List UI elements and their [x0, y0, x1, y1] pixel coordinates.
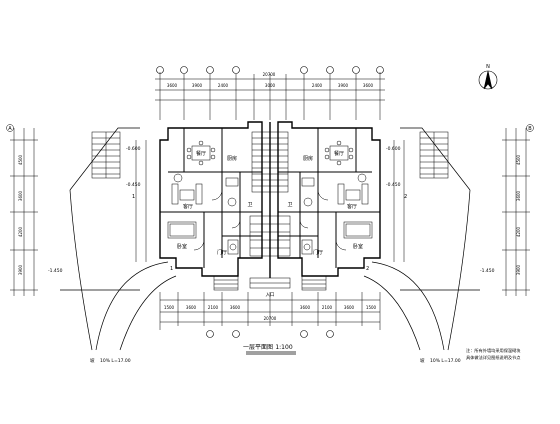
level-left: -1.450 — [48, 268, 63, 274]
room-label-living-right: 客厅 — [347, 203, 357, 210]
level-top-right: -0.600 — [386, 146, 401, 152]
top-dim: 2400 — [218, 83, 229, 88]
level-marks: -1.450 -1.450 -0.450 -0.450 -0.600 -0.60… — [48, 146, 495, 298]
level-top-left: -0.600 — [126, 146, 141, 152]
inner-side-dims — [135, 140, 405, 262]
door-swings — [193, 189, 347, 251]
ramp-right-label: 10% L=17.00 — [430, 358, 461, 364]
room-label-hall-right: 门厅 — [313, 249, 323, 256]
room-labels: 餐厅 餐厅 厨房 厨房 客厅 客厅 卧室 卧室 卫 卫 门厅 门厅 — [177, 150, 363, 256]
top-dim: 3600 — [167, 83, 178, 88]
section-mark: 1 — [132, 194, 135, 200]
note-line: 注：所有外墙均采用保温砌块 — [466, 347, 521, 354]
interior-walls-left — [160, 128, 262, 268]
room-label-bath-right: 卫 — [287, 202, 292, 208]
furniture-right — [301, 140, 373, 255]
ramp-labels: 坡 10% L=17.00 坡 10% L=17.00 — [90, 357, 461, 364]
axis-right: B — [528, 126, 532, 132]
title-underline — [246, 351, 296, 355]
dimension-texts: 20700 3600 3900 2400 3000 2400 3900 3600… — [18, 72, 521, 321]
room-label-hall-left: 门厅 — [217, 249, 227, 256]
section-mark: 2 — [366, 266, 369, 272]
note-line: 具体做法详见图纸说明及节点 — [466, 354, 520, 361]
ramp-right-prefix: 坡 — [420, 357, 425, 364]
dim-total-top: 20700 — [263, 72, 276, 77]
section-mark: 2 — [404, 194, 407, 200]
side-dim-right: 3900 — [516, 264, 521, 275]
top-dim: 3000 — [265, 83, 276, 88]
title-block: 一层平面图 1:100 — [243, 344, 293, 351]
bottom-dim: 3600 — [344, 305, 355, 310]
room-label-bed-right: 卧室 — [353, 243, 363, 250]
bottom-dim: 1500 — [366, 305, 377, 310]
general-notes: 注：所有外墙均采用保温砌块 具体做法详见图纸说明及节点 — [466, 347, 521, 361]
bottom-dim: 3600 — [186, 305, 197, 310]
bottom-dim: 2100 — [322, 305, 333, 310]
top-dim: 3600 — [363, 83, 374, 88]
top-axis-bubbles — [156, 66, 384, 74]
side-dim-left: 4500 — [18, 154, 23, 165]
level-right: -1.450 — [480, 268, 495, 274]
level-mid-right: -0.450 — [386, 182, 401, 188]
axis-labels: A B N 1 1 2 2 — [8, 64, 532, 272]
room-label-bed-left: 卧室 — [177, 243, 187, 250]
bottom-dimension-chain — [159, 292, 381, 338]
north-label: N — [486, 64, 490, 70]
top-dim: 3900 — [338, 83, 349, 88]
room-label-living-left: 客厅 — [183, 203, 193, 210]
central-stair — [249, 131, 291, 257]
building-outline — [159, 121, 381, 278]
north-arrow-icon — [478, 70, 498, 90]
room-label-kitchen-left: 厨房 — [227, 155, 237, 162]
room-label-dining-right: 餐厅 — [334, 150, 344, 157]
interior-walls-right — [278, 128, 380, 268]
side-dim-right: 3600 — [516, 190, 521, 201]
top-dim: 2400 — [312, 83, 323, 88]
ramp-left-prefix: 坡 — [90, 357, 95, 364]
bottom-dim: 2100 — [208, 305, 219, 310]
top-dimension-chain — [155, 72, 385, 120]
drawing-scale: 1:100 — [275, 344, 292, 351]
room-label-dining-left: 餐厅 — [196, 150, 206, 157]
entry-label: 入口 — [266, 292, 275, 298]
ramp-curves — [60, 127, 480, 351]
top-dim: 3900 — [192, 83, 203, 88]
bottom-dim: 1500 — [164, 305, 175, 310]
side-dim-right: 4200 — [516, 226, 521, 237]
room-label-bath-left: 卫 — [247, 202, 252, 208]
bottom-dim: 3600 — [230, 305, 241, 310]
drawing-title: 一层平面图 — [243, 344, 273, 351]
bottom-dim: 3600 — [300, 305, 311, 310]
furniture-left — [167, 140, 239, 255]
entry-steps — [213, 275, 327, 291]
side-dim-left: 3900 — [18, 264, 23, 275]
side-dim-right: 4500 — [516, 154, 521, 165]
side-stairs — [91, 131, 449, 179]
level-mid-left: -0.450 — [126, 182, 141, 188]
ramp-left-label: 10% L=17.00 — [100, 358, 131, 364]
room-label-kitchen-right: 厨房 — [303, 155, 313, 162]
section-mark: 1 — [170, 266, 173, 272]
side-dim-left: 4200 — [18, 226, 23, 237]
side-dimension-left — [6, 124, 38, 296]
side-dimension-right — [502, 124, 534, 296]
side-dim-left: 3600 — [18, 190, 23, 201]
dim-total-bottom: 20700 — [264, 316, 277, 321]
axis-left: A — [8, 126, 12, 132]
